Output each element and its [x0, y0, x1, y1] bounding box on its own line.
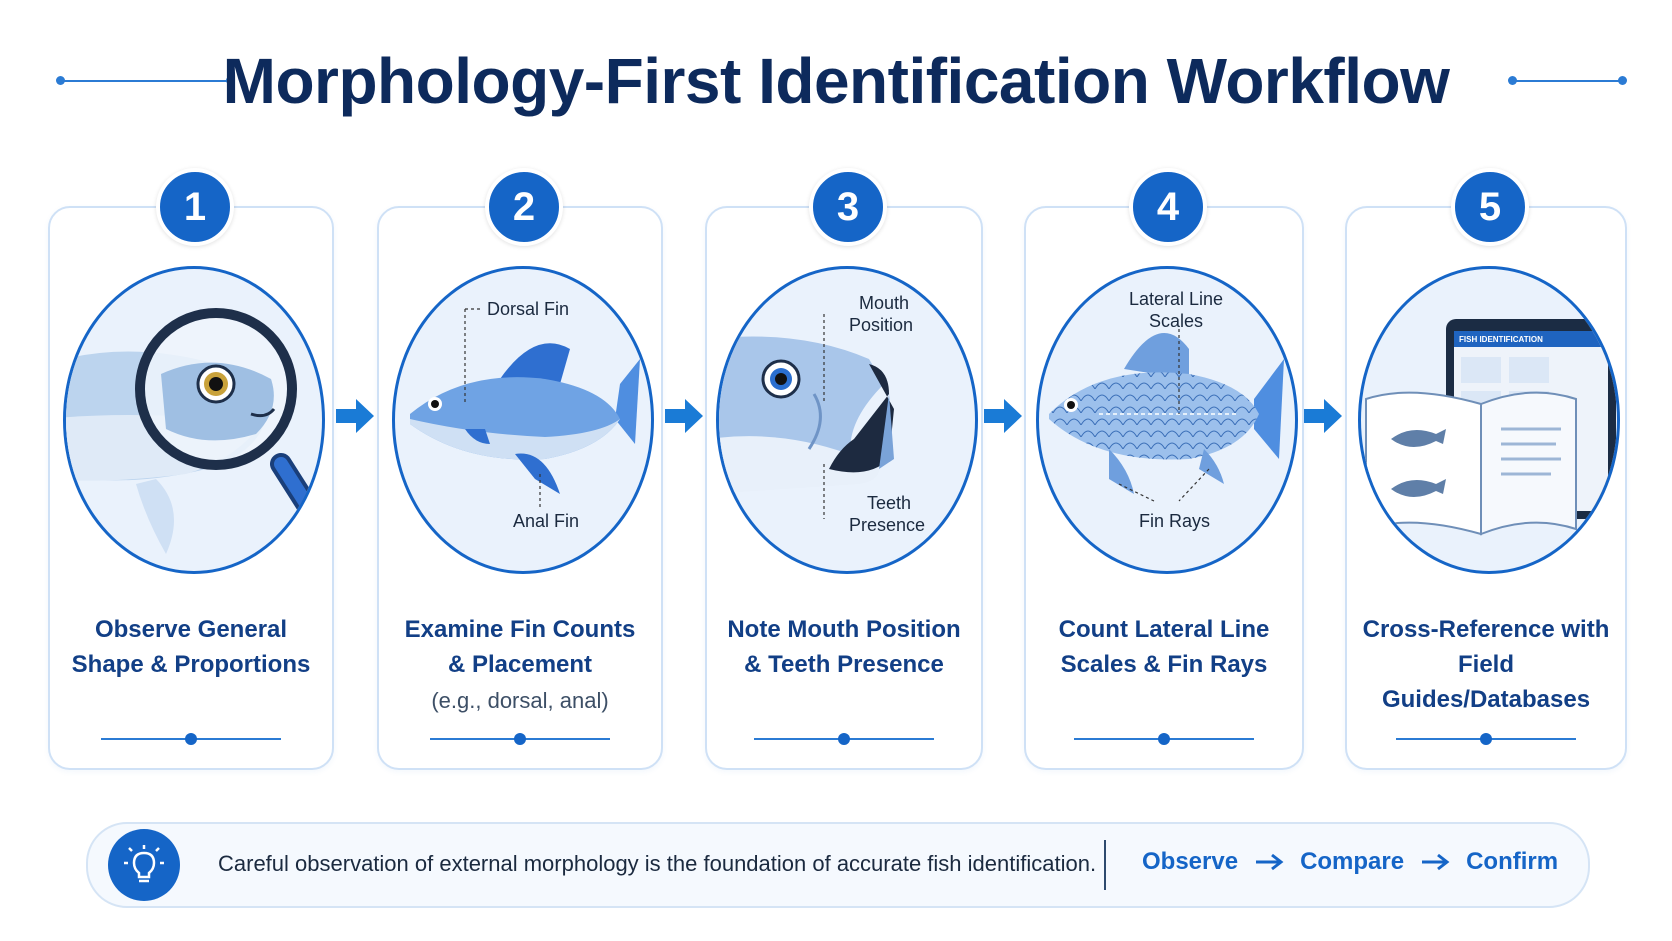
field-guide-tablet-icon: FISH IDENTIFICATION	[1358, 266, 1620, 574]
arrow-right-icon	[1422, 853, 1450, 871]
title-deco-line-right	[1512, 80, 1622, 82]
step-card-5: 5 FISH IDENTIFICATION	[1345, 168, 1627, 770]
summary-separator	[1104, 840, 1106, 890]
flow-step-confirm: Confirm	[1466, 848, 1559, 875]
arrow-right-icon	[1304, 399, 1342, 433]
arrow-right-icon	[984, 399, 1022, 433]
summary-bar: Careful observation of external morpholo…	[86, 822, 1590, 908]
title-deco-dot-left	[56, 76, 65, 85]
step-title-line1: Observe General	[94, 616, 288, 643]
step-subtitle: (e.g., dorsal, anal)	[431, 688, 609, 713]
step-title-line2: Scales & Fin Rays	[1060, 651, 1268, 678]
label-dorsal-fin: Dorsal Fin	[487, 299, 569, 319]
label-teeth: Teeth	[867, 493, 911, 513]
step-number-badge: 4	[1129, 168, 1207, 246]
magnifier-fish-icon	[63, 266, 325, 574]
step-number-badge: 2	[485, 168, 563, 246]
step-card-1: 1 Observe General Shape & Proportions	[48, 168, 334, 770]
flow-sequence: Observe Compare Confirm	[1142, 848, 1558, 876]
summary-text: Careful observation of external morpholo…	[218, 851, 1097, 876]
step-number-badge: 1	[156, 168, 234, 246]
label-mouth: Mouth	[859, 293, 909, 313]
step-title-line2: & Teeth Presence	[744, 651, 944, 678]
flow-step-observe: Observe	[1142, 848, 1239, 875]
step-title: Observe General Shape & Proportions	[60, 612, 322, 682]
label-presence: Presence	[849, 515, 925, 535]
step-title: Cross-Reference with Field Guides/Databa…	[1357, 612, 1615, 717]
label-lateral-line: Lateral Line	[1129, 289, 1223, 309]
fish-scales-icon: Lateral Line Scales Fin Rays	[1036, 266, 1298, 574]
fish-mouth-icon: Mouth Position Teeth Presence	[716, 266, 978, 574]
step-card-2: 2 Dorsal Fin Anal Fin Examine Fin Counts…	[377, 168, 663, 770]
label-anal-fin: Anal Fin	[513, 511, 579, 531]
label-fin-rays: Fin Rays	[1139, 511, 1210, 531]
arrow-right-icon	[665, 399, 703, 433]
title-deco-dot-left-inner	[226, 76, 235, 85]
card-divider	[1074, 733, 1254, 745]
page-title: Morphology-First Identification Workflow	[222, 45, 1450, 117]
flow-step-compare: Compare	[1300, 848, 1405, 875]
step-title: Note Mouth Position & Teeth Presence	[717, 612, 971, 682]
step-title: Examine Fin Counts & Placement	[389, 612, 651, 682]
step-card-4: 4 Lateral Line Scales	[1024, 168, 1304, 770]
step-title-line2: Field Guides/Databases	[1381, 651, 1591, 713]
step-card-3: 3 Mouth Position Teeth Presence Note Mou…	[705, 168, 983, 770]
title-deco-line-left	[60, 80, 230, 82]
step-title-line2: Shape & Proportions	[71, 651, 311, 678]
step-title-line1: Examine Fin Counts	[404, 616, 636, 643]
step-title-line1: Cross-Reference with	[1362, 616, 1610, 643]
label-scales: Scales	[1149, 311, 1203, 331]
card-divider	[101, 733, 281, 745]
step-title-line1: Count Lateral Line	[1058, 616, 1270, 643]
step-number-badge: 3	[809, 168, 887, 246]
title-deco-dot-right	[1618, 76, 1627, 85]
tablet-header-label: FISH IDENTIFICATION	[1459, 335, 1543, 344]
step-title-line1: Note Mouth Position	[727, 616, 961, 643]
card-divider	[1396, 733, 1576, 745]
step-title: Count Lateral Line Scales & Fin Rays	[1036, 612, 1292, 682]
title-row: Morphology-First Identification Workflow	[0, 36, 1672, 126]
card-divider	[430, 733, 610, 745]
card-divider	[754, 733, 934, 745]
arrow-right-icon	[336, 399, 374, 433]
lightbulb-icon	[108, 829, 180, 901]
fish-fins-icon: Dorsal Fin Anal Fin	[392, 266, 654, 574]
arrow-right-icon	[1256, 853, 1284, 871]
step-number-badge: 5	[1451, 168, 1529, 246]
title-deco-dot-right-inner	[1508, 76, 1517, 85]
step-title-line2: & Placement	[447, 651, 593, 678]
label-position: Position	[849, 315, 913, 335]
